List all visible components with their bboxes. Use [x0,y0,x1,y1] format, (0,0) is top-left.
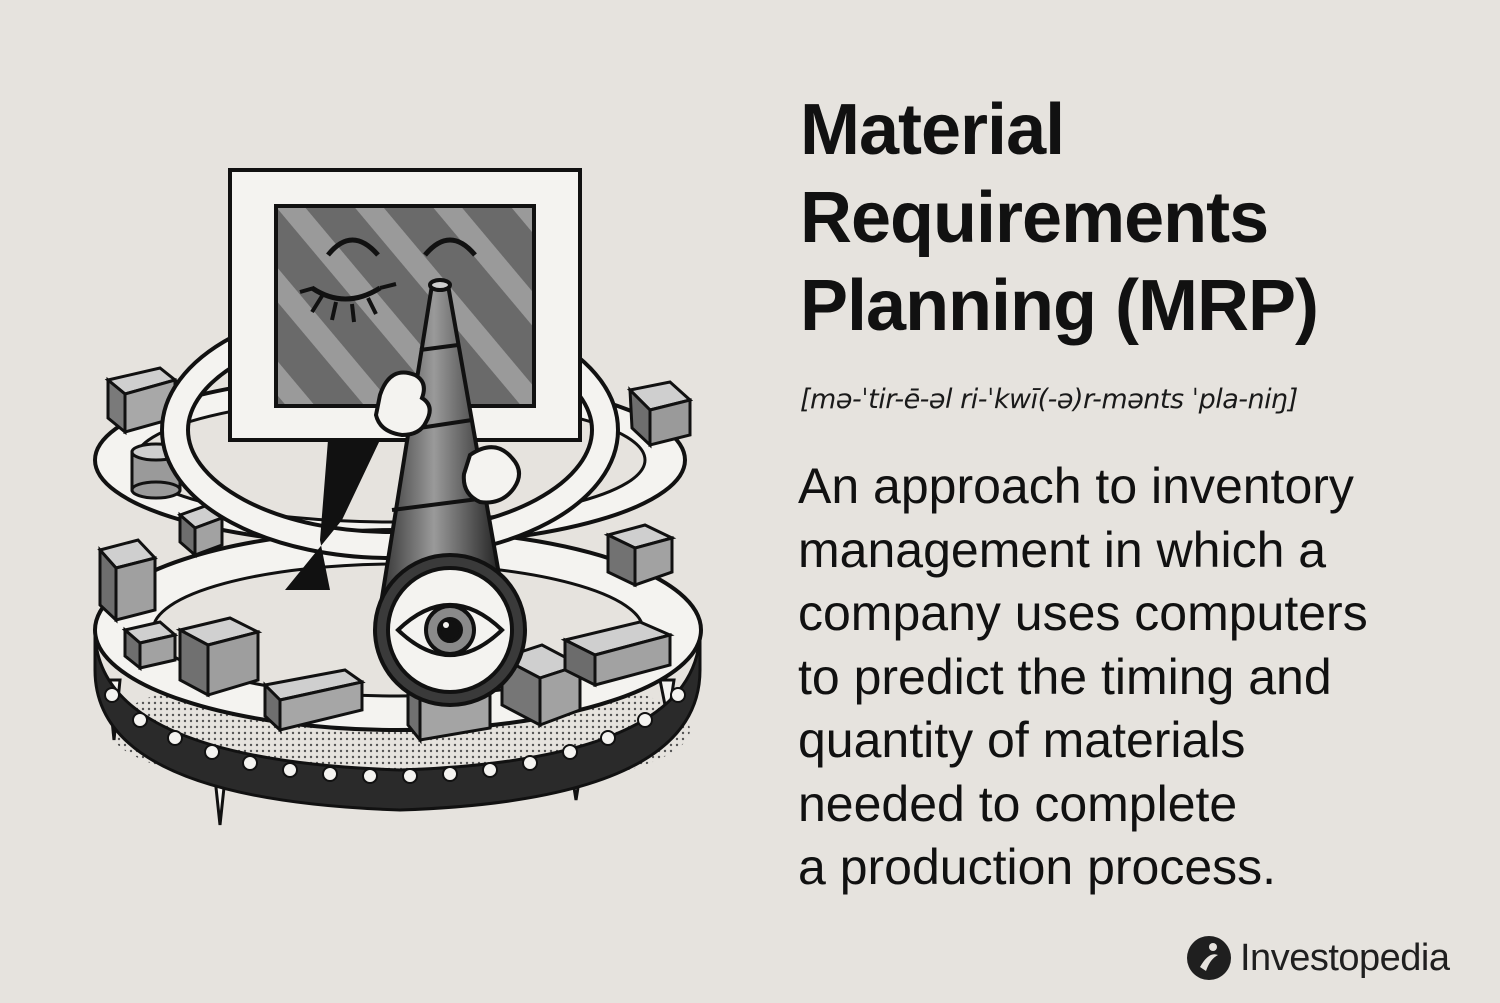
box-icon [175,616,263,698]
box-icon [97,538,158,624]
box-icon [121,620,179,672]
title-line: Material [800,90,1065,170]
definition-line: An approach to inventory [798,458,1354,514]
mrp-illustration [93,168,703,826]
box-icon [626,380,694,449]
page-title: Material Requirements Planning (MRP) [800,86,1319,350]
computer-monitor-icon [228,168,582,590]
definition-line: a production process. [798,839,1277,895]
definition-line: to predict the timing and [798,648,1332,705]
title-line: Planning (MRP) [800,266,1319,346]
hands [373,370,521,505]
boxes [97,366,694,745]
investopedia-logo-icon [1187,936,1231,980]
box-icon [603,523,677,588]
definition: An approach to inventory management in w… [798,455,1478,900]
title-line: Requirements [800,178,1269,258]
telescope-icon [373,278,527,707]
box-icon [104,366,179,436]
definition-line: management in which a [798,521,1327,578]
belt-rivets [104,687,686,784]
brand-name: Investopedia [1240,936,1450,979]
definition-line: quantity of materials [798,712,1246,768]
box-icon [560,620,675,688]
pronunciation: [mə-ˈtir-ē-əl ri-ˈkwī(-ə)r-mənts ˈpla-ni… [800,384,1298,415]
box-icon [177,503,225,559]
definition-line: company uses computers [798,585,1368,641]
box-icon [261,668,366,734]
definition-line: needed to complete [798,775,1238,832]
investopedia-brand: Investopedia [1186,935,1450,981]
